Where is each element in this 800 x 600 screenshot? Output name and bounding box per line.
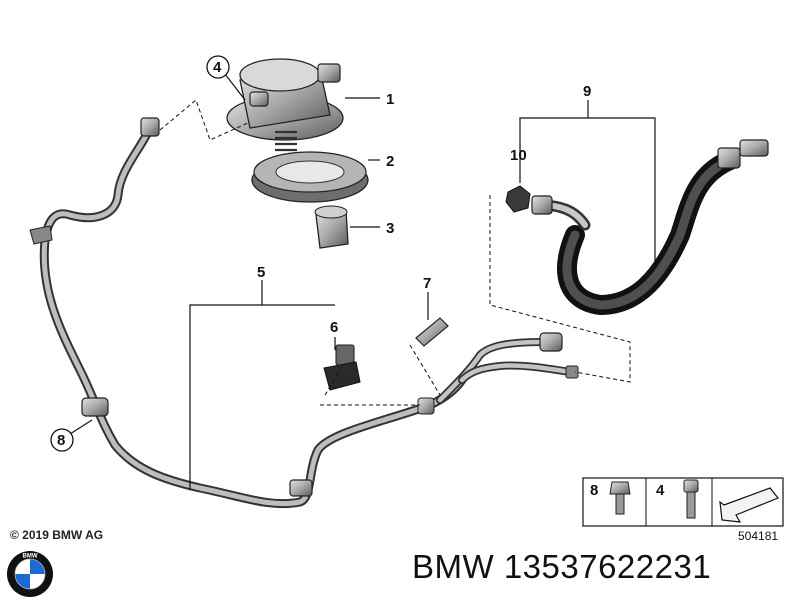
legend-item-4: 4 [656,482,665,499]
bmw-logo-icon: BMW [7,551,53,597]
union-nut [505,185,531,213]
callout-6: 6 [330,319,338,336]
fuel-line-main [29,117,467,509]
callout-1: 1 [386,91,394,108]
callouts: 1 2 3 4 5 6 7 8 9 10 [50,55,591,452]
part-number: BMW 13537622231 [412,548,712,585]
bolt-4-icon [683,479,699,519]
leader-lines [69,73,656,490]
copyright-notice: © 2019 BMW AG [10,528,104,542]
callout-7: 7 [423,275,431,292]
pump-collar [251,151,369,203]
fuel-line-secondary [417,332,579,415]
pump-tappet [314,205,349,249]
check-valve [415,317,449,347]
reference-number: 504181 [738,529,778,543]
arrow-icon [719,487,779,523]
callout-10: 10 [510,147,527,164]
legend-box: 8 4 504181 [582,477,784,543]
callout-4-circle [206,55,230,79]
high-pressure-pump [226,58,344,152]
logo-text: BMW [23,554,38,560]
legend-item-8: 8 [590,482,598,499]
pressure-sensor [323,344,361,391]
callout-2: 2 [386,153,394,170]
callout-8: 8 [57,432,65,449]
callout-4: 4 [213,59,222,76]
callout-3: 3 [386,220,394,237]
bolt-8-icon [609,481,631,515]
dashed-group-frames [159,99,631,406]
callout-5: 5 [257,264,265,281]
callout-8-circle [50,428,74,452]
fuel-hose [531,139,769,316]
callout-9: 9 [583,83,591,100]
